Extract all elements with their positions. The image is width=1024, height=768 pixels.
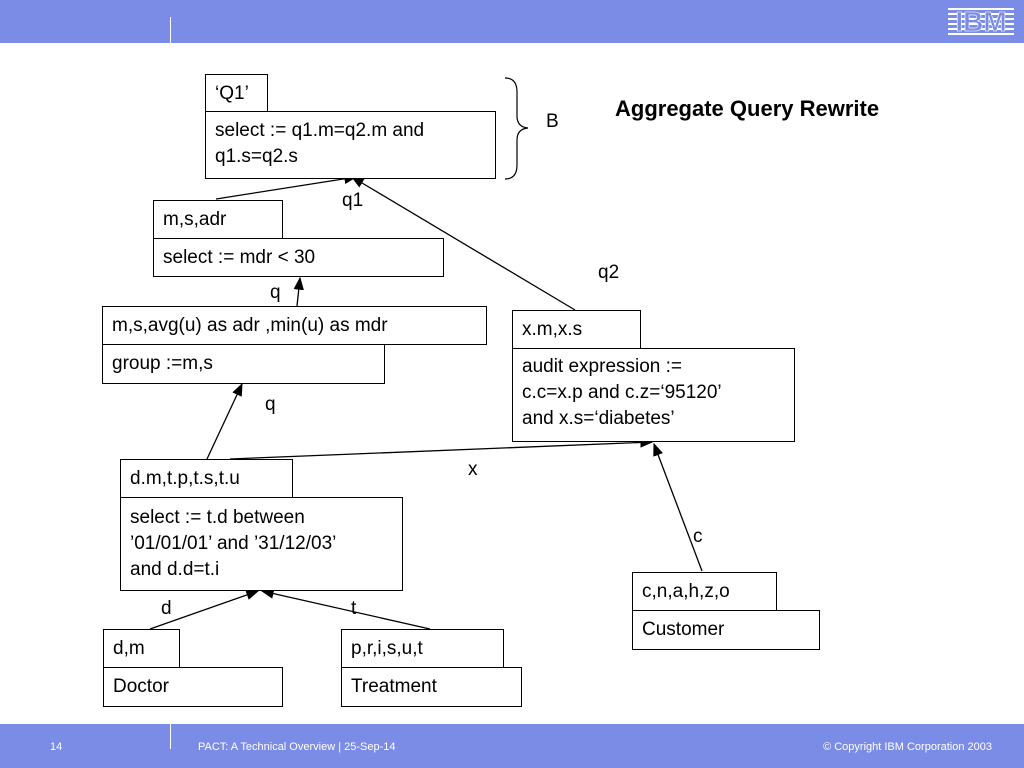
edge-q1 [215, 173, 358, 200]
edge-label-q-lower: q [265, 394, 276, 415]
agg-head: m,s,avg(u) as adr ,min(u) as mdr [112, 315, 388, 336]
edge-label-q1: q1 [342, 190, 364, 211]
dm-head: d.m,t.p,t.s,t.u [130, 468, 240, 489]
dm-head-box: d.m,t.p,t.s,t.u [120, 459, 293, 498]
xm-head: x.m,x.s [522, 319, 583, 340]
dm-select-line1: select := t.d between [130, 507, 305, 528]
edge-label-q2: q2 [598, 262, 620, 283]
msadr-select-box: select := mdr < 30 [153, 238, 444, 277]
brace-label: B [546, 111, 559, 132]
dm-select-line2: ’01/01/01’ and ’31/12/03’ [130, 533, 337, 554]
edge-x [229, 437, 654, 460]
msadr-head-box: m,s,adr [153, 200, 283, 239]
msadr-select: select := mdr < 30 [163, 247, 316, 268]
edge-label-t: t [351, 598, 357, 619]
treatment-name-box: Treatment [341, 667, 522, 707]
brace [504, 77, 529, 180]
edge-q-upper [293, 276, 304, 307]
q1-select-line1: select := q1.m=q2.m and [215, 120, 425, 141]
page-number: 14 [50, 741, 63, 753]
agg-group-box: group :=m,s [102, 344, 385, 384]
customer-name: Customer [642, 619, 725, 640]
q1-select-box: select := q1.m=q2.m and q1.s=q2.s [205, 111, 496, 179]
audit-line1: audit expression := [522, 356, 683, 377]
dm-select-box: select := t.d between ’01/01/01’ and ’31… [120, 497, 403, 591]
footer-bar: 14 PACT: A Technical Overview | 25-Sep-1… [0, 724, 1024, 768]
customer-head: c,n,a,h,z,o [642, 581, 730, 602]
edge-d [149, 589, 260, 630]
customer-name-box: Customer [632, 610, 820, 650]
treatment-head-box: p,r,i,s,u,t [341, 629, 504, 668]
audit-line3: and x.s=‘diabetes’ [522, 408, 675, 429]
edge-label-x: x [468, 459, 478, 480]
copyright: © Copyright IBM Corporation 2003 [823, 741, 992, 753]
doctor-head-box: d,m [103, 629, 180, 668]
q1-head: ‘Q1’ [215, 83, 249, 104]
slide-title: Aggregate Query Rewrite [615, 96, 880, 121]
footer-divider [170, 724, 171, 749]
q1-select-line2: q1.s=q2.s [215, 146, 298, 167]
doctor-head: d,m [113, 638, 145, 659]
edge-q-lower [206, 382, 243, 460]
customer-head-box: c,n,a,h,z,o [632, 572, 777, 611]
doctor-name-box: Doctor [103, 667, 283, 707]
edge-q2 [350, 176, 576, 311]
edge-label-d: d [161, 598, 172, 619]
audit-line2: c.c=x.p and c.z=‘95120’ [522, 382, 722, 403]
edge-label-q-upper: q [270, 282, 281, 303]
dm-select-line3: and d.d=t.i [130, 559, 220, 580]
edge-label-c: c [693, 526, 703, 547]
footer-title: PACT: A Technical Overview | 25-Sep-14 [198, 741, 396, 753]
edge-t [260, 588, 431, 630]
ibm-logo: IBM [948, 6, 1014, 37]
edge-c [653, 442, 703, 572]
q1-head-box: ‘Q1’ [205, 74, 268, 112]
doctor-name: Doctor [113, 676, 169, 697]
audit-box: audit expression := c.c=x.p and c.z=‘951… [512, 348, 795, 442]
xm-head-box: x.m,x.s [512, 310, 641, 349]
logo-text: IBM [955, 6, 1006, 37]
header-divider [170, 17, 171, 43]
treatment-head: p,r,i,s,u,t [351, 638, 423, 659]
header-bar: IBM [0, 0, 1024, 43]
treatment-name: Treatment [351, 676, 437, 697]
agg-group: group :=m,s [112, 353, 213, 374]
msadr-head: m,s,adr [163, 209, 227, 230]
agg-head-box: m,s,avg(u) as adr ,min(u) as mdr [102, 306, 487, 345]
